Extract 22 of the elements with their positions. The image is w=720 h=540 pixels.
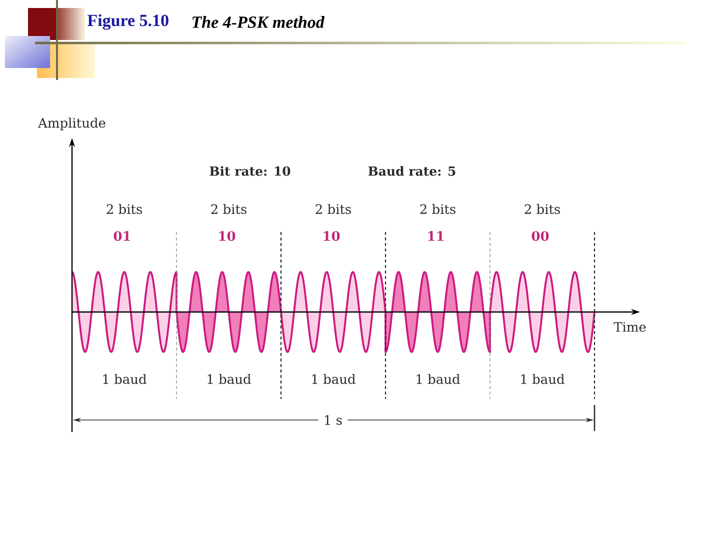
baud-label: 1 baud: [103, 374, 146, 384]
bit-pattern-label: 10: [219, 231, 236, 241]
title: The 4-PSK method: [192, 16, 325, 28]
bit-count-label: 2 bits: [420, 204, 456, 214]
axis-label: Amplitude: [38, 118, 106, 130]
dimension-label: 1 s: [318, 414, 348, 426]
bit-count-label: 2 bits: [211, 204, 246, 214]
rate-label: Baud rate: 5: [368, 166, 456, 176]
baud-label: 1 baud: [521, 374, 564, 384]
bit-pattern-label: 01: [114, 231, 130, 241]
figure-number: Figure 5.10: [88, 14, 168, 30]
baud-label: 1 baud: [416, 374, 460, 384]
bit-count-label: 2 bits: [106, 204, 142, 214]
baud-label: 1 baud: [208, 374, 251, 384]
bit-count-label: 2 bits: [524, 204, 560, 214]
axis-label: Time: [614, 322, 646, 332]
bit-pattern-label: 00: [532, 231, 549, 241]
baud-label: 1 baud: [312, 374, 356, 384]
rate-label: Bit rate: 10: [210, 166, 290, 176]
bit-pattern-label: 11: [428, 231, 444, 241]
bit-count-label: 2 bits: [316, 204, 351, 214]
bit-pattern-label: 10: [324, 231, 340, 241]
